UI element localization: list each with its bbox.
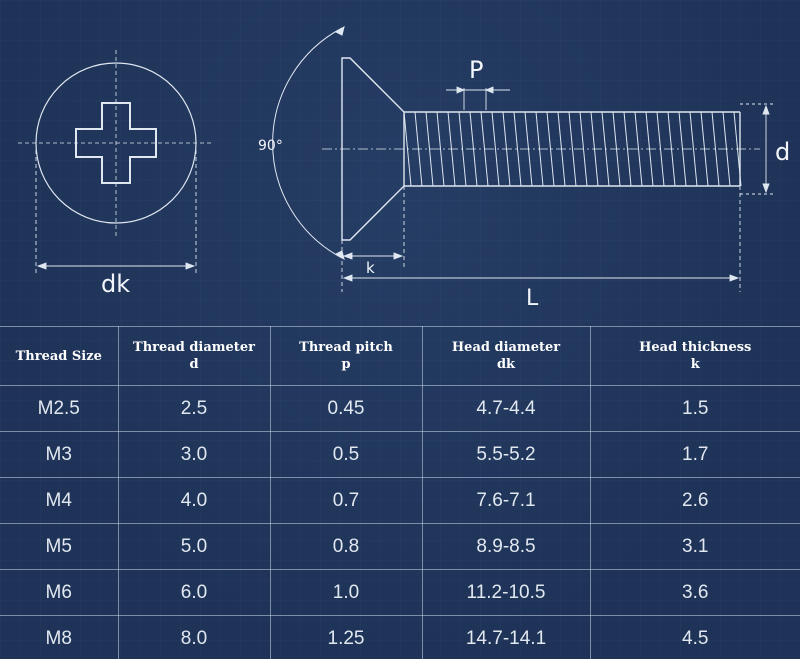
pitch-label: P bbox=[469, 56, 483, 84]
table-row: M5 5.0 0.8 8.9-8.5 3.1 bbox=[0, 523, 800, 570]
cell-thread-diameter: 4.0 bbox=[117, 477, 271, 524]
thread-line bbox=[546, 111, 555, 187]
cell-head-diameter: 11.2-10.5 bbox=[421, 569, 591, 616]
cell-head-thickness: 1.7 bbox=[589, 431, 800, 478]
cell-head-diameter: 5.5-5.2 bbox=[421, 431, 591, 478]
cell-head-diameter: 8.9-8.5 bbox=[421, 523, 591, 570]
angle-label: 90° bbox=[258, 138, 283, 154]
thread-line bbox=[491, 111, 500, 187]
screw-technical-drawing: dk 90° P d k L bbox=[18, 25, 790, 311]
cell-head-diameter: 7.6-7.1 bbox=[421, 477, 591, 524]
thread-diameter-label: d bbox=[775, 138, 790, 166]
cell-head-diameter: 4.7-4.4 bbox=[421, 385, 591, 432]
cell-thread-diameter: 3.0 bbox=[117, 431, 271, 478]
table-row: M8 8.0 1.25 14.7-14.1 4.5 bbox=[0, 615, 800, 659]
cell-thread-diameter: 8.0 bbox=[117, 615, 271, 659]
thread-line bbox=[634, 111, 643, 187]
cell-thread-diameter: 2.5 bbox=[117, 385, 271, 432]
head-thickness-label: k bbox=[366, 259, 375, 277]
cell-thread-size: M3 bbox=[0, 431, 119, 478]
cell-thread-size: M5 bbox=[0, 523, 119, 570]
k-l-dimensions bbox=[341, 186, 741, 292]
header-thread-pitch: Thread pitch p bbox=[269, 326, 423, 386]
cell-thread-pitch: 1.25 bbox=[269, 615, 423, 659]
cell-thread-pitch: 1.0 bbox=[269, 569, 423, 616]
table-row: M4 4.0 0.7 7.6-7.1 2.6 bbox=[0, 477, 800, 524]
dk-dimension bbox=[35, 143, 197, 275]
screw-side-view bbox=[322, 57, 760, 241]
table-row: M2.5 2.5 0.45 4.7-4.4 1.5 bbox=[0, 385, 800, 432]
cell-head-thickness: 3.1 bbox=[589, 523, 800, 570]
cell-thread-size: M6 bbox=[0, 569, 119, 616]
cell-head-thickness: 3.6 bbox=[589, 569, 800, 616]
header-head-diameter: Head diameter dk bbox=[421, 326, 591, 386]
thread-line bbox=[623, 111, 632, 187]
table-header-row: Thread Size Thread diameter d Thread pit… bbox=[0, 326, 800, 386]
head-top-view bbox=[18, 50, 212, 236]
thread-line bbox=[689, 111, 698, 187]
cell-thread-pitch: 0.7 bbox=[269, 477, 423, 524]
specification-table: Thread Size Thread diameter d Thread pit… bbox=[0, 326, 800, 659]
table-row: M6 6.0 1.0 11.2-10.5 3.6 bbox=[0, 569, 800, 616]
pitch-dimension bbox=[446, 86, 510, 110]
angle-arc bbox=[272, 25, 345, 261]
table-row: M3 3.0 0.5 5.5-5.2 1.7 bbox=[0, 431, 800, 478]
cell-head-thickness: 4.5 bbox=[589, 615, 800, 659]
cell-thread-pitch: 0.8 bbox=[269, 523, 423, 570]
thread-line bbox=[513, 111, 522, 187]
dk-label: dk bbox=[101, 270, 130, 298]
phillips-cross-icon bbox=[75, 102, 157, 184]
cell-thread-pitch: 0.5 bbox=[269, 431, 423, 478]
cell-thread-diameter: 5.0 bbox=[117, 523, 271, 570]
cell-thread-size: M2.5 bbox=[0, 385, 119, 432]
header-thread-size: Thread Size bbox=[0, 326, 119, 386]
cell-thread-diameter: 6.0 bbox=[117, 569, 271, 616]
cell-thread-size: M4 bbox=[0, 477, 119, 524]
thread-line bbox=[436, 111, 445, 187]
thread-line bbox=[711, 111, 720, 187]
cell-thread-pitch: 0.45 bbox=[269, 385, 423, 432]
cell-thread-size: M8 bbox=[0, 615, 119, 659]
header-head-thickness: Head thickness k bbox=[589, 326, 800, 386]
cell-head-thickness: 1.5 bbox=[589, 385, 800, 432]
cell-head-thickness: 2.6 bbox=[589, 477, 800, 524]
header-thread-diameter: Thread diameter d bbox=[117, 326, 271, 386]
thread-line bbox=[568, 111, 577, 187]
cell-head-diameter: 14.7-14.1 bbox=[421, 615, 591, 659]
d-dimension bbox=[740, 103, 776, 195]
length-label: L bbox=[526, 286, 539, 311]
thread-line bbox=[425, 111, 434, 187]
